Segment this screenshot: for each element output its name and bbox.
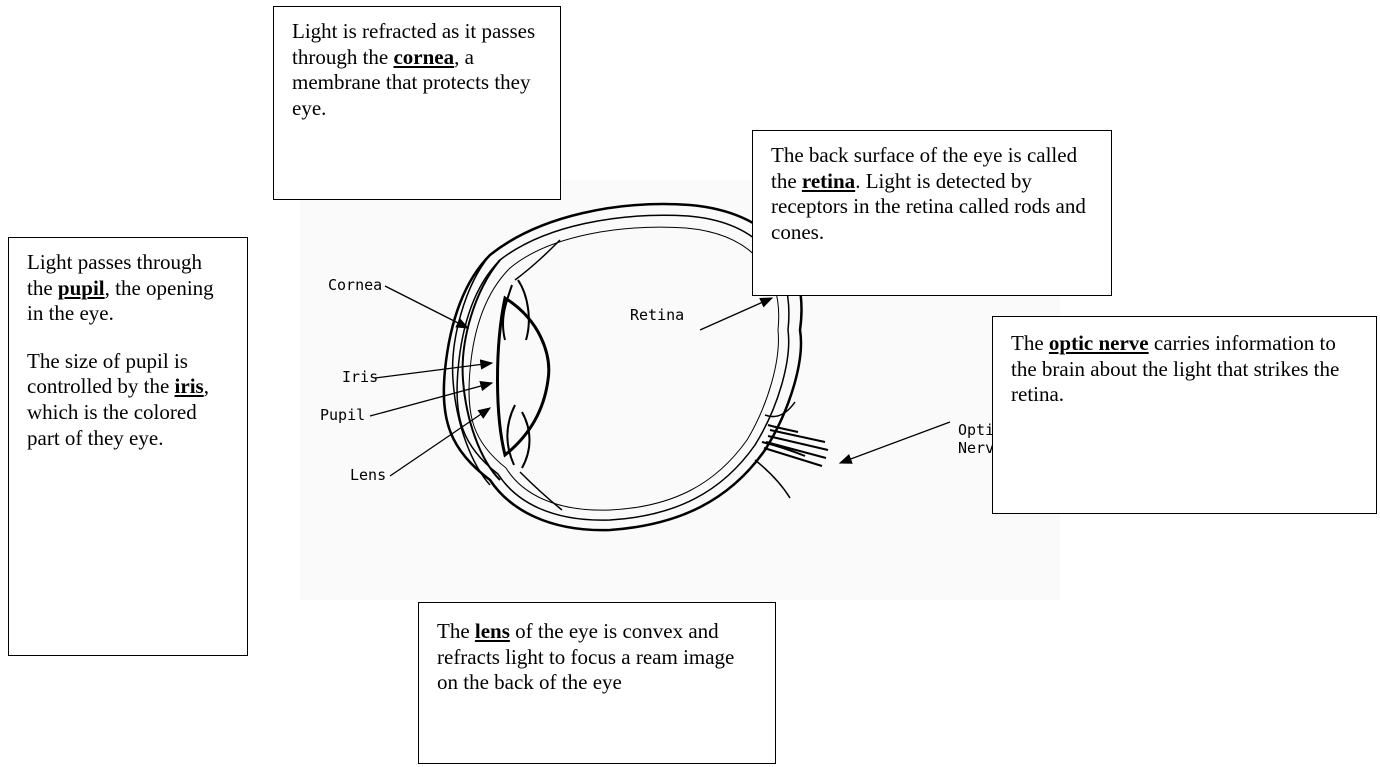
- callout-iris-text: The size of pupil is controlled by the i…: [27, 349, 229, 451]
- callout-retina: The back surface of the eye is called th…: [752, 130, 1112, 296]
- callout-pupil-iris: Light passes through the pupil, the open…: [8, 237, 248, 656]
- label-cornea: Cornea: [328, 276, 382, 294]
- callout-optic-nerve: The optic nerve carries information to t…: [992, 316, 1377, 514]
- label-pupil: Pupil: [320, 406, 365, 424]
- term-pupil: pupil: [58, 276, 105, 300]
- callout-pupil-text: Light passes through the pupil, the open…: [27, 250, 229, 327]
- term-cornea: cornea: [393, 45, 454, 69]
- label-optic-nerve-1: Opti: [958, 421, 994, 439]
- label-lens: Lens: [350, 466, 386, 484]
- term-iris: iris: [175, 374, 204, 398]
- callout-cornea-text: Light is refracted as it passes through …: [292, 19, 542, 121]
- callout-lens: The lens of the eye is convex and refrac…: [418, 602, 776, 764]
- callout-lens-text: The lens of the eye is convex and refrac…: [437, 619, 757, 696]
- label-optic-nerve-2: Nerv: [958, 439, 994, 457]
- callout-optic-text: The optic nerve carries information to t…: [1011, 331, 1358, 408]
- term-lens: lens: [475, 619, 510, 643]
- callout-cornea: Light is refracted as it passes through …: [273, 6, 561, 200]
- label-iris: Iris: [342, 368, 378, 386]
- label-retina: Retina: [630, 306, 684, 324]
- term-optic-nerve: optic nerve: [1049, 331, 1149, 355]
- term-retina: retina: [802, 169, 855, 193]
- callout-retina-text: The back surface of the eye is called th…: [771, 143, 1093, 245]
